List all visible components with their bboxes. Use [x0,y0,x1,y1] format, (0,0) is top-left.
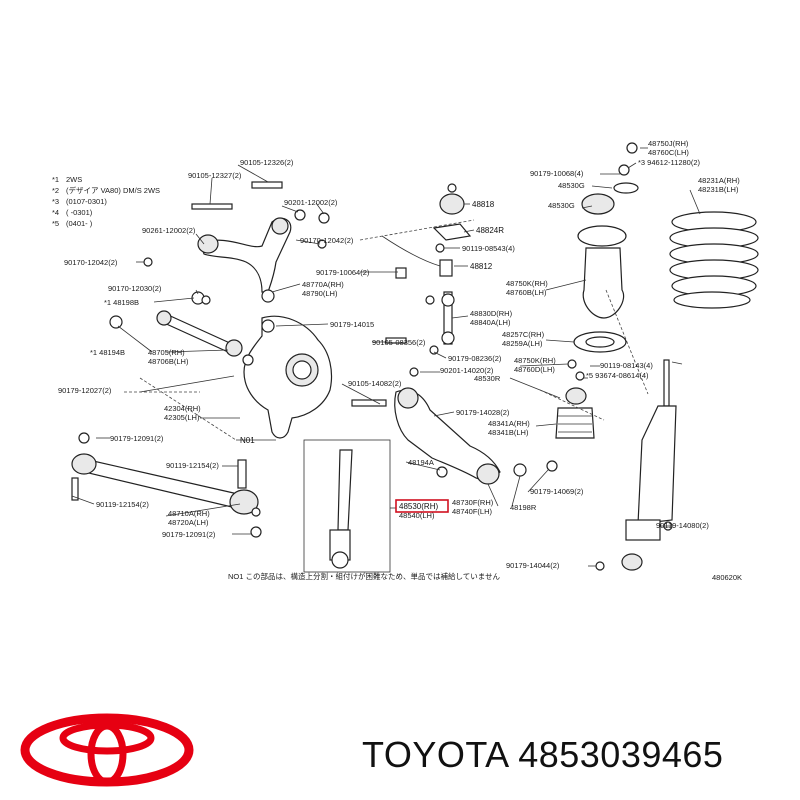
part-label: 48530R [474,374,501,383]
part-label: 90170-12042(2) [64,258,118,267]
part-label: 90119-08543(4) [462,244,515,253]
legend-item-text: (0107-0301) [66,197,107,206]
part-label: 90119-08143(4) [600,361,653,370]
part-label: 90179-14015 [330,320,374,329]
part-label: 90170-12042(2) [300,236,354,245]
part-label: 48760D(LH) [514,365,555,374]
legend-item: *4 [52,208,59,217]
part-label: *5 93674-08614(4) [586,371,649,380]
legend-item-text: 2WS [66,175,82,184]
part-label: 90201-14020(2) [440,366,494,375]
highlighted-part: 48530(RH) 48540(LH) [395,499,449,520]
part-label: *1 48198B [104,298,139,307]
part-label: 90179-14028(2) [456,408,510,417]
part-label: 42305(LH) [164,413,200,422]
part-label: 48341A(RH) [488,419,530,428]
part-label: 48710A(RH) [168,509,210,518]
part-labels: 90105-12326(2) 90105-12327(2) 90201-1200… [58,158,515,539]
part-label: 90105-14082(2) [348,379,402,388]
exploded-parts-diagram: *1 2WS *2 (デザイア VA80) DM/S 2WS *3 (0107-… [52,139,759,582]
diagram-code: 480620K [712,573,742,582]
part-label: 90179-10064(2) [316,268,370,277]
part-label: 48341B(LH) [488,428,529,437]
part-label: 48760C(LH) [648,148,689,157]
part-label: 90179-08236(2) [448,354,502,363]
part-label: 90179-14044(2) [506,561,560,570]
part-label: 48259A(LH) [502,339,543,348]
part-label: 48231B(LH) [698,185,739,194]
part-label: 90105-08356(2) [372,338,426,347]
part-label: 48790(LH) [302,289,338,298]
part-label: 90179-12091(2) [162,530,216,539]
legend: *1 2WS *2 (デザイア VA80) DM/S 2WS *3 (0107-… [52,175,160,228]
part-label: 48840A(LH) [470,318,511,327]
part-label: 48257C(RH) [502,330,545,339]
highlighted-part-label: 48530(RH) [399,502,438,511]
part-label: 48740F(LH) [452,507,493,516]
brand-caption: TOYOTA 4853039465 [362,734,723,776]
part-label: 48812 [470,262,493,271]
legend-item: *5 [52,219,59,228]
part-label: 90179-10068(4) [530,169,584,178]
part-label: 90179-12091(2) [110,434,164,443]
part-label: 90105-12327(2) [188,171,242,180]
footnote: NO1 この部品は、構造上分割・組付けが困難なため、単品では補給していません [228,571,501,581]
leader-lines [71,147,701,567]
legend-item: *2 [52,186,59,195]
part-label: 48198R [510,503,537,512]
part-label: 48760B(LH) [506,288,547,297]
part-label: 48730F(RH) [452,498,494,507]
legend-item-text: (デザイア VA80) DM/S 2WS [66,185,160,195]
part-label: 42304(RH) [164,404,201,413]
part-drawings [71,142,759,573]
part-label: 90105-12326(2) [240,158,294,167]
legend-item: *3 [52,197,59,206]
brand-name: TOYOTA [362,734,508,775]
part-label: 48830D(RH) [470,309,513,318]
part-label: 48750K(RH) [506,279,548,288]
part-label: 90201-12002(2) [284,198,338,207]
part-label: 48540(LH) [399,511,435,520]
part-label: 48824R [476,226,504,235]
part-label: 48706B(LH) [148,357,189,366]
part-label: 90179-12027(2) [58,386,112,395]
highlight-box [395,499,449,513]
part-label: 48194A [408,458,434,467]
part-label: 48720A(LH) [168,518,209,527]
part-label: *3 94612-11280(2) [638,158,700,167]
legend-item-text: (0401- ) [66,219,93,228]
legend-item: *1 [52,175,59,184]
toyota-logo-icon [20,713,194,787]
part-label: 90179-14069(2) [530,487,584,496]
part-label: 90119-14080(2) [656,521,709,530]
part-label: 90119-12154(2) [166,461,219,470]
part-label: 90261-12002(2) [142,226,196,235]
part-label: *1 48194B [90,348,125,357]
part-label: 48705(RH) [148,348,185,357]
part-label: 90170-12030(2) [108,284,162,293]
part-number: 4853039465 [518,734,724,775]
coil-spring [669,211,759,309]
part-labels-right: 48730F(RH) 48740F(LH) 48198R 90179-14069… [452,139,742,582]
part-label: 48530G [548,201,575,210]
part-label: 48750K(RH) [514,356,556,365]
part-label: 48231A(RH) [698,176,740,185]
legend-item-text: ( -0301) [66,208,93,217]
part-label: 48530G [558,181,585,190]
part-label: 48770A(RH) [302,280,344,289]
part-label: 48750J(RH) [648,139,689,148]
part-label: 90119-12154(2) [96,500,149,509]
part-label: N01 [240,436,255,445]
part-label: 48818 [472,200,495,209]
